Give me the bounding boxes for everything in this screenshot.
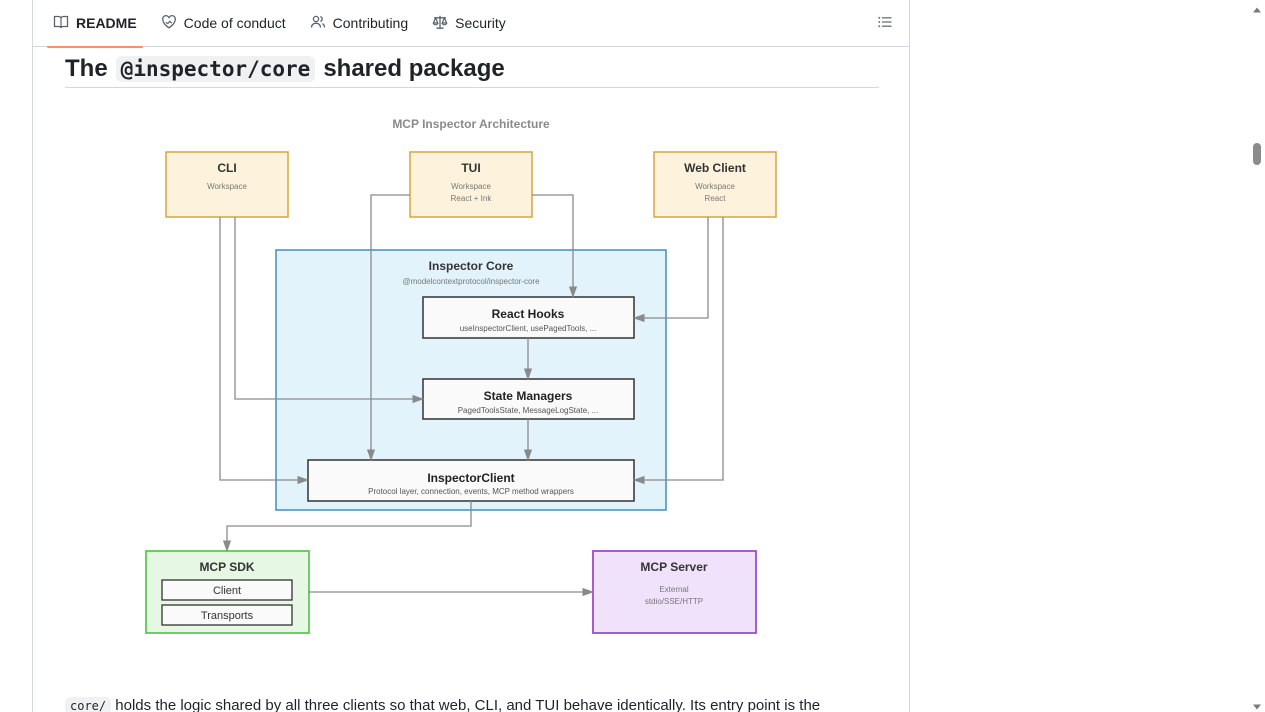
tab-label: Security [455, 15, 506, 31]
repo-tab-bar: README Code of conduct Contributing Secu… [33, 0, 909, 48]
sdk-client-box [161, 579, 293, 601]
state-title: State Managers [484, 389, 573, 403]
cli-title: CLI [217, 161, 236, 175]
scroll-up-arrow-icon[interactable] [1252, 2, 1262, 13]
web-line2: React [705, 194, 727, 203]
heading-prefix: The [65, 54, 108, 82]
server-title: MCP Server [640, 560, 707, 574]
law-icon [432, 14, 448, 33]
scroll-down-arrow-icon[interactable] [1252, 699, 1262, 710]
cli-box [165, 151, 289, 218]
architecture-diagram: MCP Inspector Architecture Inspector Cor… [145, 117, 777, 634]
client-title: InspectorClient [427, 471, 514, 485]
paragraph-text: holds the logic shared by all three clie… [111, 697, 821, 712]
inspector-client-box [307, 459, 635, 502]
tab-readme[interactable]: README [41, 0, 149, 48]
tab-contributing[interactable]: Contributing [298, 0, 421, 47]
book-icon [53, 14, 69, 33]
readme-panel: README Code of conduct Contributing Secu… [32, 0, 910, 712]
web-title: Web Client [684, 161, 746, 175]
arrow-tui-to-client [366, 194, 410, 462]
arrow-cli-to-state [234, 217, 425, 404]
tui-box [409, 151, 533, 218]
sdk-title: MCP SDK [199, 560, 254, 574]
scrollbar-thumb[interactable] [1253, 143, 1261, 165]
arrow-client-to-sdk [222, 501, 472, 553]
list-unordered-icon [877, 14, 893, 35]
hooks-title: React Hooks [492, 307, 565, 321]
people-icon [310, 14, 326, 33]
cli-line1: Workspace [207, 182, 247, 191]
core-subtitle: @modelcontextprotocol/inspector-core [402, 277, 540, 286]
page-scrollbar[interactable] [1248, 0, 1265, 712]
heading-suffix: shared package [323, 54, 505, 82]
heading-code: @inspector/core [115, 55, 316, 82]
server-line2: stdio/SSE/HTTP [645, 597, 703, 606]
sdk-transports-box [161, 604, 293, 626]
tui-title: TUI [461, 161, 480, 175]
tab-label: Contributing [332, 15, 409, 31]
table-of-contents-button[interactable] [875, 14, 895, 34]
arrow-web-to-hooks [632, 217, 709, 323]
arrow-cli-to-client [219, 217, 310, 485]
client-subtitle: Protocol layer, connection, events, MCP … [368, 487, 574, 496]
sdk-client-label: Client [213, 585, 241, 597]
tui-line1: Workspace [451, 182, 491, 191]
diagram-title: MCP Inspector Architecture [392, 117, 550, 131]
inline-code: core/ [65, 697, 112, 712]
hooks-subtitle: useInspectorClient, usePagedTools, ... [460, 324, 597, 333]
tab-code-of-conduct[interactable]: Code of conduct [149, 0, 298, 47]
arrow-web-to-client [632, 217, 724, 485]
tab-security[interactable]: Security [420, 0, 518, 47]
section-heading: The @inspector/core shared package [65, 50, 879, 88]
state-managers-box [422, 378, 635, 420]
heart-icon [161, 14, 177, 33]
server-line1: External [659, 585, 689, 594]
tab-label: Code of conduct [183, 15, 286, 31]
sdk-transports-label: Transports [201, 610, 254, 622]
web-line1: Workspace [695, 182, 735, 191]
core-title: Inspector Core [429, 259, 514, 273]
tab-label: README [76, 15, 137, 31]
diagram-arrows [219, 194, 724, 597]
web-client-box [653, 151, 777, 218]
tui-line2: React + Ink [451, 194, 493, 203]
arrow-tui-to-hooks [532, 194, 578, 299]
react-hooks-box [422, 296, 635, 339]
mcp-server-box [592, 550, 757, 634]
state-subtitle: PagedToolsState, MessageLogState, ... [458, 406, 599, 415]
description-paragraph: core/ holds the logic shared by all thre… [65, 697, 885, 712]
